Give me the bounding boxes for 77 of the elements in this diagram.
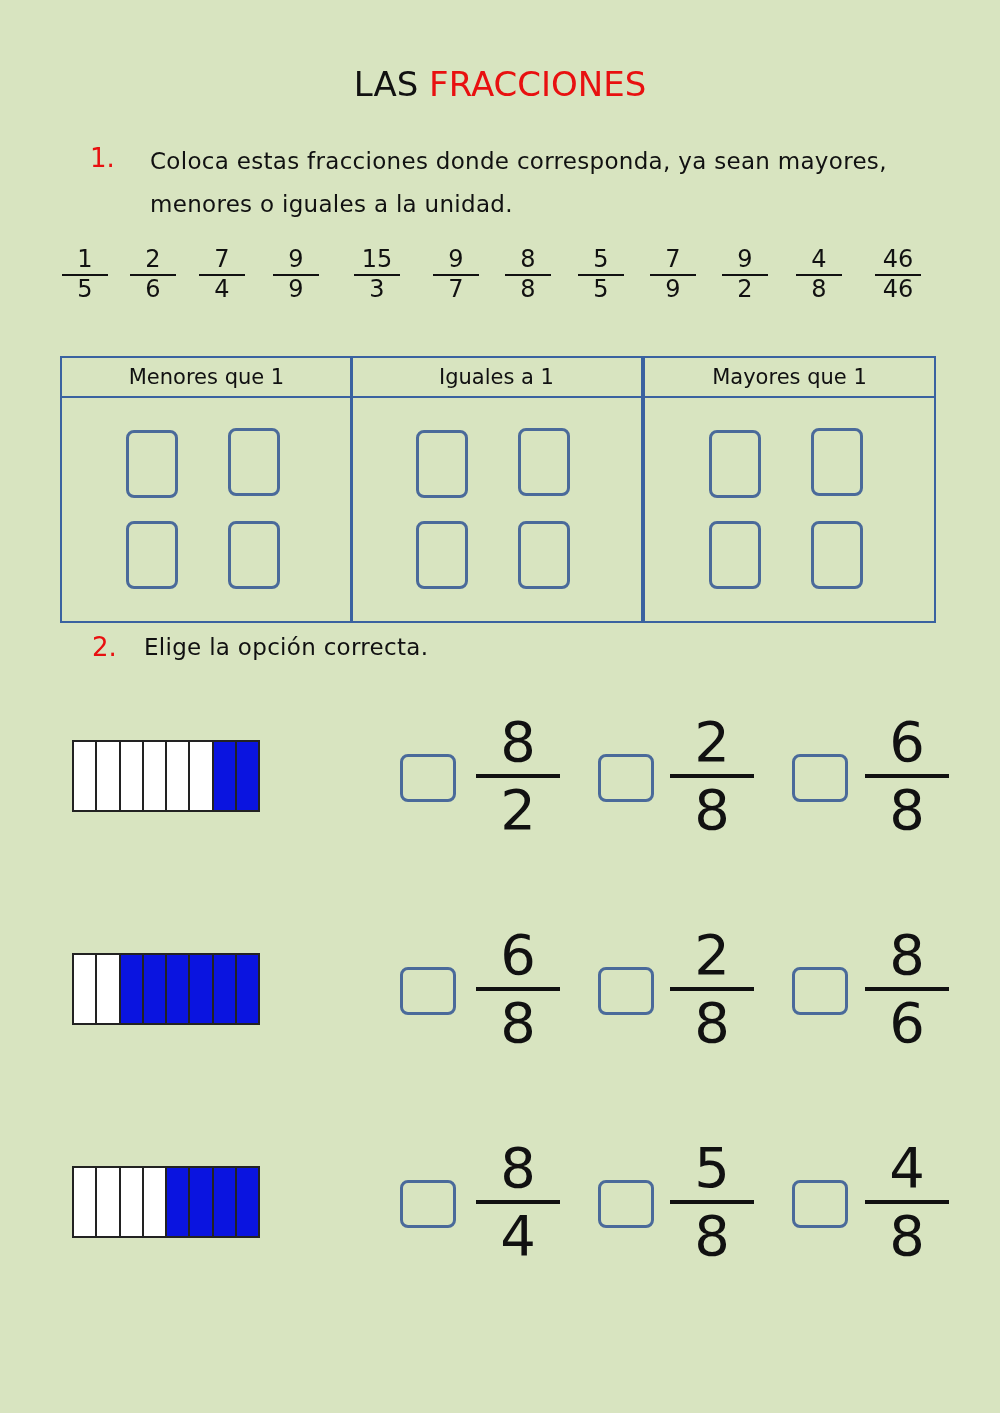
title: LAS FRACCIONES	[352, 64, 648, 104]
fraction-numerator: 15	[361, 246, 393, 274]
answer-box	[811, 428, 863, 496]
checkbox	[792, 754, 848, 802]
fraction-bar-drawing	[72, 953, 260, 1025]
fraction-denominator: 8	[694, 1204, 730, 1269]
checkbox	[598, 967, 654, 1015]
fraction-denominator: 8	[889, 1204, 925, 1269]
fraction-numerator: 2	[694, 710, 730, 775]
fraction-denominator: 4	[500, 1204, 536, 1269]
fraction-denominator: 2	[500, 778, 536, 843]
fraction-denominator: 8	[889, 778, 925, 843]
fraction-numerator: 9	[288, 246, 304, 274]
fraction-numerator: 2	[694, 923, 730, 988]
checkbox	[400, 1180, 456, 1228]
answer-box	[416, 521, 468, 589]
fraction-numerator: 7	[665, 246, 681, 274]
fraction-numerator: 5	[694, 1136, 730, 1201]
fraction-numerator: 4	[811, 246, 827, 274]
fraction-numerator: 6	[889, 710, 925, 775]
answer-box	[126, 430, 178, 498]
fraction-denominator: 8	[694, 991, 730, 1056]
fraction-denominator: 9	[288, 275, 304, 304]
answer-box	[416, 430, 468, 498]
answer-box	[709, 430, 761, 498]
fraction-bar-drawing	[72, 1166, 260, 1238]
checkbox	[400, 967, 456, 1015]
fraction-denominator: 7	[448, 275, 464, 304]
fraction-numerator: 8	[500, 1136, 536, 1201]
fraction-numerator: 4	[889, 1136, 925, 1201]
answer-box	[709, 521, 761, 589]
fraction-denominator: 5	[77, 275, 93, 304]
table-column	[60, 356, 353, 623]
column-header: Mayores que 1	[645, 358, 934, 398]
answer-box	[518, 428, 570, 496]
fraction-bar-drawing	[72, 740, 260, 812]
fraction-denominator: 8	[811, 275, 827, 304]
fraction-denominator: 6	[145, 275, 161, 304]
fraction-denominator: 3	[369, 275, 385, 304]
answer-box	[228, 428, 280, 496]
fraction-denominator: 6	[889, 991, 925, 1056]
fraction-denominator: 4	[214, 275, 230, 304]
fraction-numerator: 1	[77, 246, 93, 274]
instruction: Coloca estas fracciones donde corresponda, ya sean mayores, menores o iguales a la unidad.	[150, 147, 888, 219]
checkbox	[400, 754, 456, 802]
fraction-denominator: 8	[520, 275, 536, 304]
fraction-numerator: 8	[500, 710, 536, 775]
fraction-numerator: 7	[214, 246, 230, 274]
question-number: 2.	[92, 632, 117, 662]
fraction-denominator: 46	[882, 275, 914, 304]
answer-box	[811, 521, 863, 589]
answer-box	[126, 521, 178, 589]
checkbox	[792, 967, 848, 1015]
fraction-numerator: 6	[500, 923, 536, 988]
column-header: Menores que 1	[62, 358, 351, 398]
fraction-numerator: 8	[889, 923, 925, 988]
fraction-numerator: 9	[448, 246, 464, 274]
fraction-numerator: 8	[520, 246, 536, 274]
fraction-denominator: 9	[665, 275, 681, 304]
fraction-denominator: 5	[593, 275, 609, 304]
answer-box	[518, 521, 570, 589]
fraction-numerator: 5	[593, 246, 609, 274]
fraction-numerator: 2	[145, 246, 161, 274]
fraction-numerator: 46	[882, 246, 914, 274]
fraction-denominator: 2	[737, 275, 753, 304]
table-column	[643, 356, 936, 623]
column-header: Iguales a 1	[352, 358, 641, 398]
table-column	[350, 356, 643, 623]
checkbox	[598, 754, 654, 802]
checkbox	[792, 1180, 848, 1228]
answer-box	[228, 521, 280, 589]
fraction-numerator: 9	[737, 246, 753, 274]
instruction: Elige la opción correcta.	[144, 633, 430, 662]
fraction-denominator: 8	[694, 778, 730, 843]
checkbox	[598, 1180, 654, 1228]
question-number: 1.	[90, 143, 115, 173]
fraction-denominator: 8	[500, 991, 536, 1056]
